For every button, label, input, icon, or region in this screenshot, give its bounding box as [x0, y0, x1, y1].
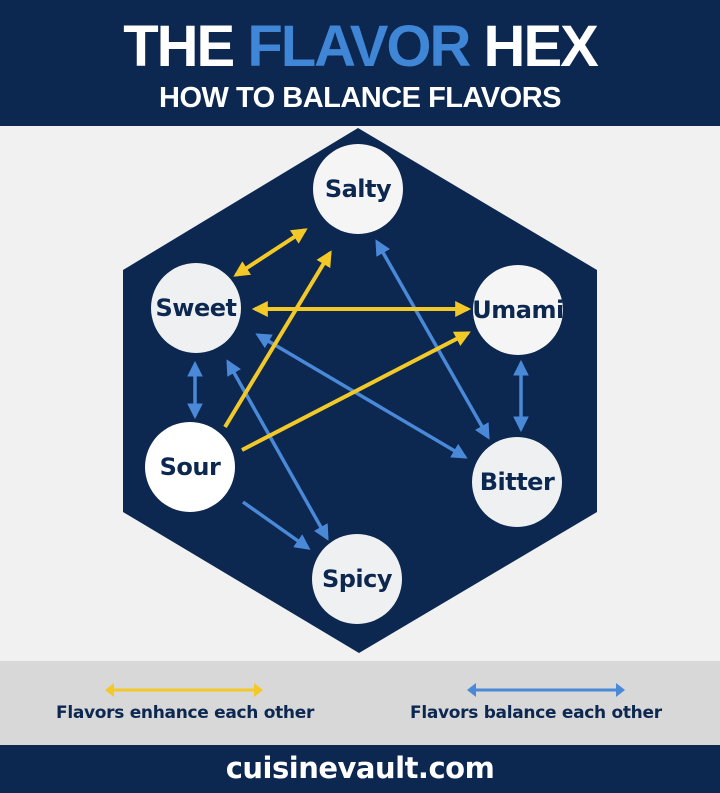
node-label: Sweet	[155, 294, 237, 322]
page-subtitle: HOW TO BALANCE FLAVORS	[159, 82, 561, 114]
node-salty: Salty	[313, 144, 403, 234]
arrow-sweet-bitter	[255, 333, 468, 459]
arrow-sour-spicy	[241, 500, 311, 550]
page-title: THE FLAVOR HEX	[0, 14, 720, 80]
legend: Flavors enhance each other Flavors balan…	[0, 661, 720, 745]
node-label: Sour	[159, 453, 221, 481]
title-part-2: HEX	[469, 14, 599, 79]
node-sour: Sour	[145, 422, 235, 512]
node-umami: Umami	[472, 265, 564, 355]
arrow-sour-salty	[223, 250, 332, 429]
footer-banner: cuisinevault.com	[0, 745, 720, 793]
node-label: Spicy	[321, 565, 393, 593]
node-sweet: Sweet	[151, 263, 241, 353]
site-link[interactable]: cuisinevault.com	[225, 751, 495, 785]
node-bitter: Bitter	[472, 437, 562, 527]
title-part-1: THE	[123, 14, 248, 79]
flavor-hex-diagram: Salty Sweet Umami Sour Bitter Spicy	[0, 126, 720, 661]
legend-balance: Flavors balance each other	[410, 661, 690, 745]
arrow-sweet-salty	[233, 228, 308, 277]
node-label: Bitter	[479, 468, 555, 496]
node-label: Salty	[324, 175, 392, 203]
legend-enhance-label: Flavors enhance each other	[56, 703, 315, 723]
legend-enhance: Flavors enhance each other	[56, 661, 336, 745]
node-label: Umami	[472, 296, 564, 324]
yellow-double-arrow-icon	[105, 683, 263, 697]
title-accent: FLAVOR	[247, 14, 471, 79]
legend-balance-label: Flavors balance each other	[410, 703, 662, 723]
blue-double-arrow-icon	[467, 683, 625, 697]
header-banner: THE FLAVOR HEX HOW TO BALANCE FLAVORS	[0, 0, 720, 126]
enhance-arrows	[223, 228, 472, 452]
diagram-svg	[123, 128, 597, 653]
node-spicy: Spicy	[312, 534, 402, 624]
arrow-sour-umami	[241, 331, 471, 452]
